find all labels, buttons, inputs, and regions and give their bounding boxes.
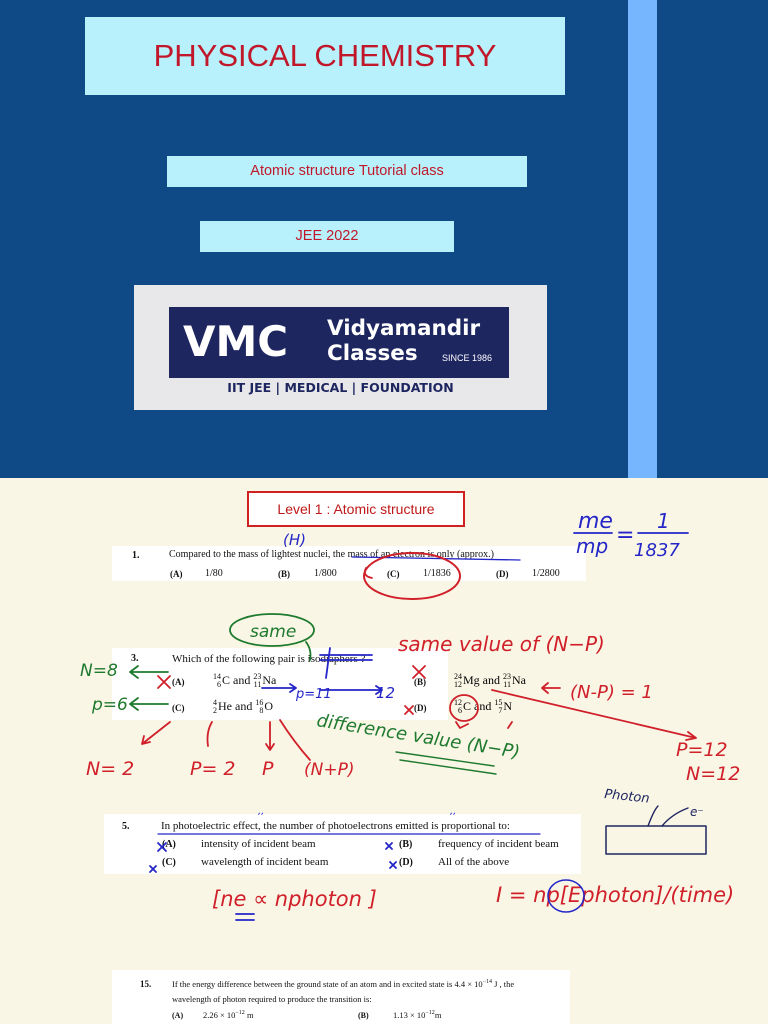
accent-stripe [628,0,657,478]
question-card-1: 1. Compared to the mass of lightest nucl… [112,546,586,581]
option-label-d: (D) [399,857,413,868]
ratio-value-numerator: 1 [657,509,670,533]
proportionality-note: [ne ∝ nphoton ] [212,887,377,911]
underline-mark [395,751,497,775]
metal-plate-drawing [605,825,707,855]
option-text-a: intensity of incident beam [201,838,316,850]
option-label-b: (B) [278,569,290,579]
question-text: Compared to the mass of lightest nuclei,… [169,549,494,560]
option-label-a: (A) [162,839,176,850]
electron-note: e⁻ [690,805,704,819]
option-label-a: (A) [172,1011,184,1020]
question-card-3: 3. Which of the following pair is isodia… [112,648,448,720]
question-card-5: 5. In photoelectric effect, the number o… [104,814,581,874]
question-text: In photoelectric effect, the number of p… [161,820,510,832]
slide-title: PHYSICAL CHEMISTRY [85,17,565,95]
logo-name-line1: Vidyamandir [327,316,481,341]
arrow-p2 [206,721,213,747]
logo-abbr: VMC [183,317,289,366]
slide-subtitle: Atomic structure Tutorial class [167,156,527,187]
ratio-numerator: me [578,509,613,534]
option-text-b: 1/800 [314,568,337,579]
question-number: 5. [122,821,130,832]
option-label-a: (A) [170,569,183,579]
option-label-b: (B) [414,677,426,687]
equal-marks [235,913,255,921]
ratio-equals: = [616,523,634,548]
same-bubble [229,613,315,647]
question-number: 3. [131,653,139,664]
exam-label: JEE 2022 [200,221,454,252]
option-label-a: (A) [172,677,185,687]
title-slide: PHYSICAL CHEMISTRY Atomic structure Tuto… [0,0,768,478]
option-label-d: (D) [414,703,427,713]
option-label-d: (D) [496,569,509,579]
option-label-c: (C) [172,703,185,713]
same-note: same [250,622,296,642]
p-note: P [262,758,274,780]
vmc-logo: VMC Vidyamandir Classes SINCE 1986 IIT J… [134,285,547,410]
question-number: 15. [140,979,152,989]
question-text-line1: If the energy difference between the gro… [172,979,515,989]
arrow-np-sum [279,719,311,761]
logo-since: SINCE 1986 [442,353,493,363]
logo-name-line2: Classes [327,341,418,366]
option-text-d: All of the above [438,856,510,868]
arrow-p [265,721,275,751]
option-label-b: (B) [399,839,413,850]
option-text-a: 1/80 [205,568,223,579]
arrow-to-p12 [491,689,697,741]
p12-note: P=12 [676,739,728,761]
p2-note: P= 2 [190,758,236,780]
question-text: Which of the following pair is isodiaphe… [172,653,366,665]
question-number: 1. [132,550,140,561]
question-text-line2: wavelength of photon required to produce… [172,994,372,1004]
arrow-np [541,682,561,694]
logo-tagline: IIT JEE | MEDICAL | FOUNDATION [227,380,454,395]
ratio-value-denominator: 1837 [634,540,680,561]
np-equals-one: (N-P) = 1 [570,682,653,703]
option-text-d: 1/2800 [532,568,560,579]
option-text-b: frequency of incident beam [438,838,559,850]
level-heading: Level 1 : Atomic structure [247,491,465,527]
n12-note: N=12 [686,763,740,785]
n2-note: N= 2 [86,758,134,780]
option-text-c: 1/1836 [423,568,451,579]
intensity-formula: I = np[Ephoton]/(time) [496,883,734,907]
question-card-15: 15. If the energy difference between the… [112,970,570,1024]
circle-np [547,879,585,913]
photon-arrows [647,805,689,827]
option-text-b: 1.13 × 10−12m [393,1010,442,1020]
tick-mark [455,721,513,729]
option-text-c: wavelength of incident beam [201,856,329,868]
option-label-c: (C) [387,569,400,579]
arrow-n2 [141,721,171,745]
option-text-a: 2.26 × 10−12 m [203,1010,254,1020]
option-label-b: (B) [358,1011,369,1020]
option-label-c: (C) [162,857,176,868]
logo-band: VMC Vidyamandir Classes SINCE 1986 [169,307,509,378]
n-plus-p-note: (N+P) [304,760,354,780]
photon-note: Photon [604,787,651,807]
